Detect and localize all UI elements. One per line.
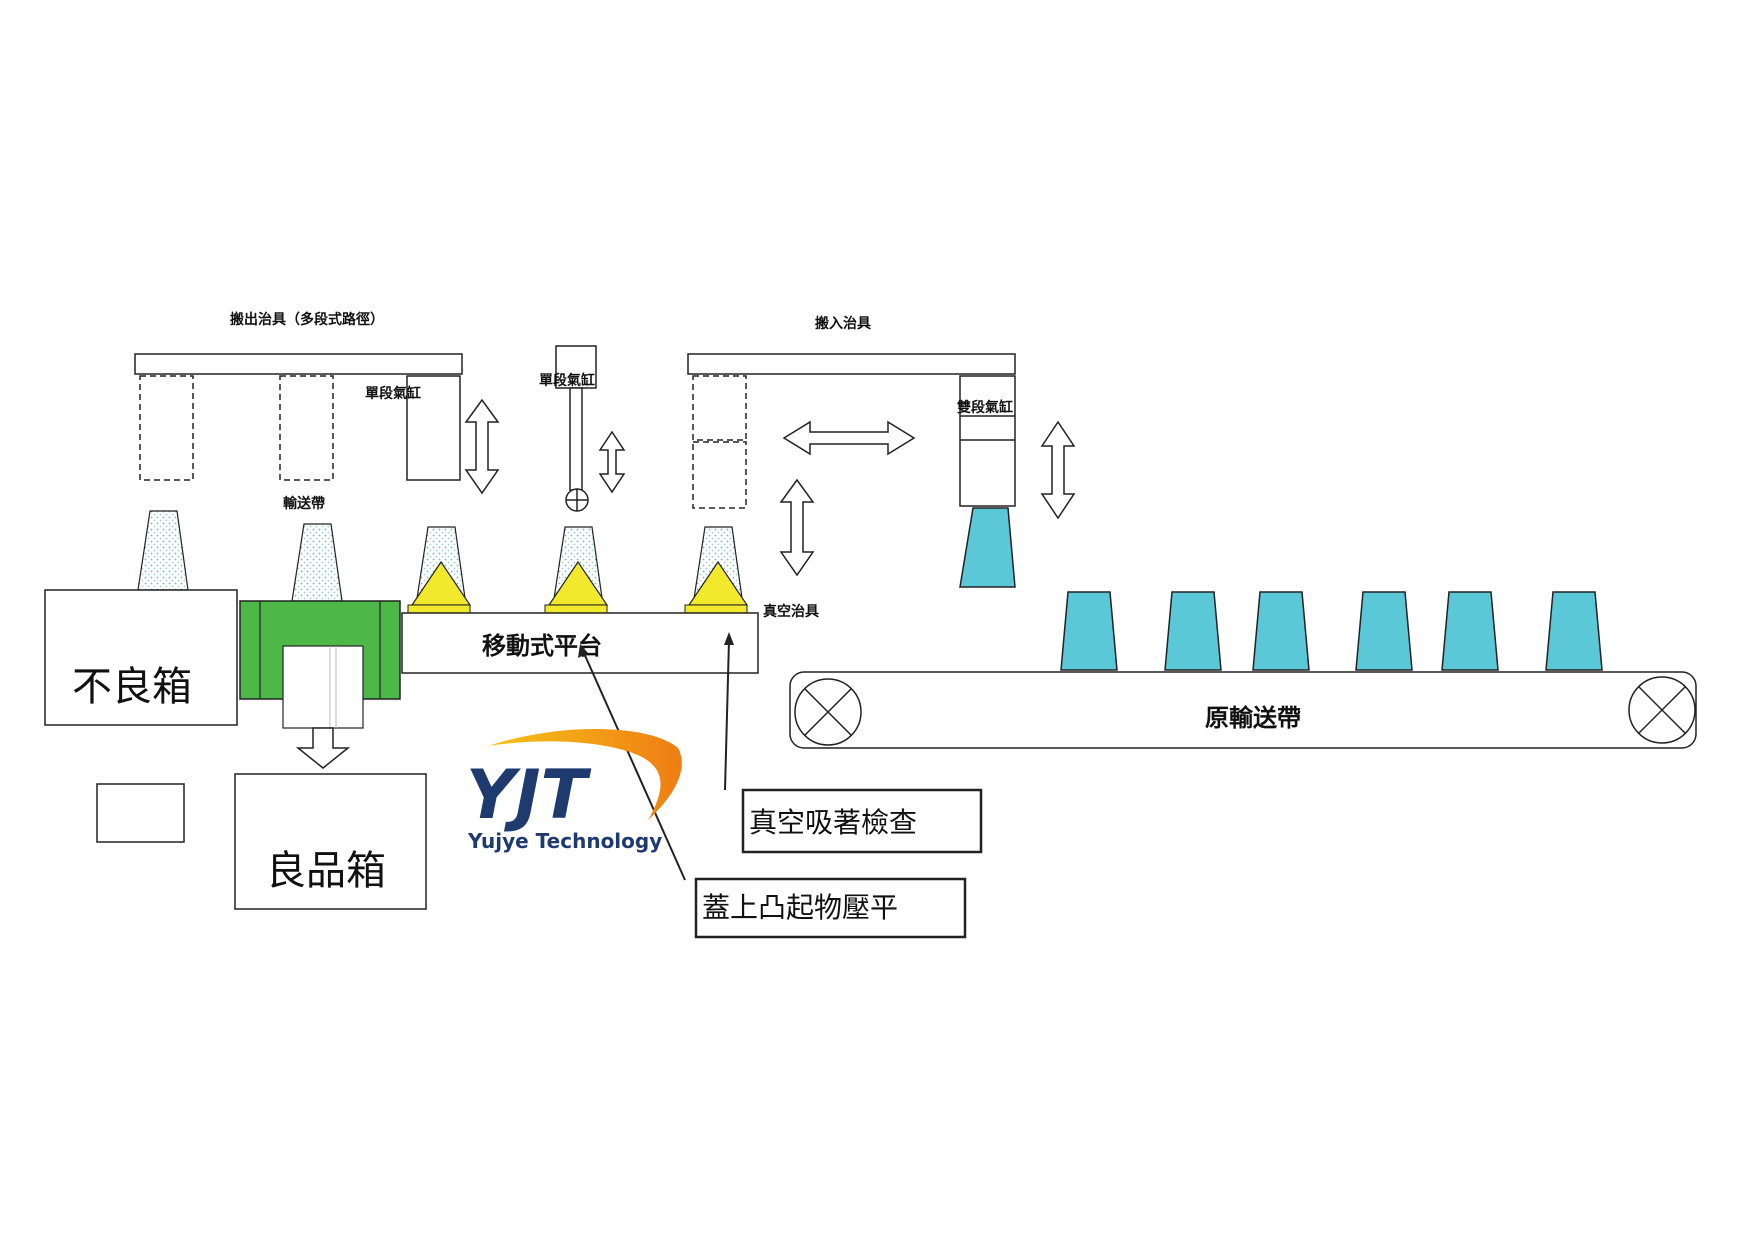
good-bin-label: 良品箱 [266,848,386,894]
good-bin [234,773,427,910]
original-conveyor-label: 原輸送帶 [1205,704,1301,732]
cup-inspected [291,523,343,602]
single-cylinder-left-label: 單段氣缸 [365,385,421,402]
cap-flatten-leader [582,650,686,881]
cup [1252,591,1310,671]
cylinder-rod [569,387,583,491]
cup [1545,591,1603,671]
cup [1441,591,1499,671]
double-cylinder-label: 雙段氣缸 [957,399,1013,416]
vertical-double-arrow-icon [464,398,500,495]
vertical-double-arrow-icon [779,478,815,577]
vacuum-check-label: 真空吸著檢查 [749,806,917,839]
vacuum-check-box [741,788,983,854]
cap-flatten-label: 蓋上凸起物壓平 [702,891,898,924]
load-gripper-ghost-lower [692,441,747,509]
vacuum-jig-label: 真空治具 [763,603,819,620]
small-box [96,783,185,843]
cup [1164,591,1222,671]
yellow-base [684,604,748,614]
cup [1060,591,1118,671]
logo-swoosh [488,728,682,820]
down-arrow-icon [295,727,351,769]
original-conveyor-cups [1060,591,1603,671]
reject-bin [44,589,238,726]
yellow-base [544,604,608,614]
cap-flatten-box [694,877,967,939]
yjt-logo: YJT Yujye Technology [466,728,682,853]
cup [1355,591,1413,671]
reject-bin-label: 不良箱 [72,664,192,710]
vacuum-check-leader [724,639,730,791]
load-jig-rail [687,353,1016,375]
logo-mark: YJT [466,756,592,835]
original-conveyor [789,671,1697,749]
load-gripper-ghost-upper [692,375,747,441]
unload-jig-rail [134,353,463,375]
logo-company-name: Yujye Technology [467,829,662,853]
chute [282,645,364,729]
mobile-platform [401,612,759,674]
yellow-base [407,604,471,614]
vertical-double-arrow-icon [1040,420,1076,520]
conveyor-label: 輸送帶 [283,495,325,512]
unload-jig-label: 搬出治具（多段式路徑） [230,311,384,328]
double-cylinder [959,375,1016,507]
unload-gripper-ghost-2 [279,375,334,481]
mobile-platform-label: 移動式平台 [482,632,602,660]
load-jig-label: 搬入治具 [815,315,871,332]
horizontal-double-arrow-icon [782,420,916,456]
single-cylinder-left [406,375,461,481]
vertical-double-arrow-icon [598,430,626,494]
single-cylinder-mid-label: 單段氣缸 [539,372,595,389]
cup-inspected [137,510,189,591]
held-cup [959,507,1016,588]
unload-gripper-ghost-1 [139,375,194,481]
